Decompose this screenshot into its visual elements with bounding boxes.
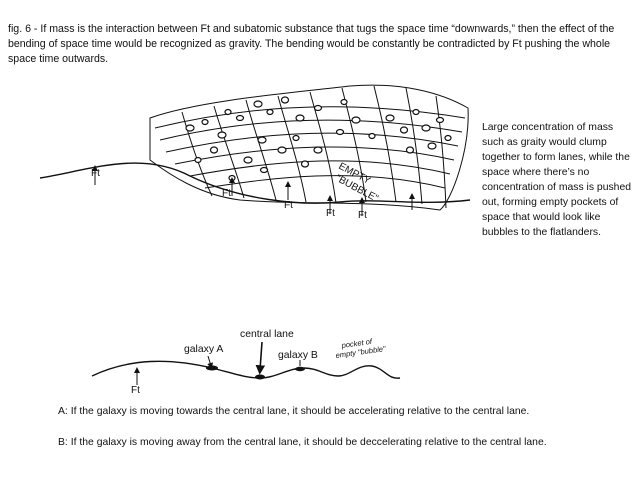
figure-caption: fig. 6 - If mass is the interaction betw… bbox=[8, 23, 615, 65]
pocket-label-line1: pocket of bbox=[340, 337, 373, 350]
central-lane-label: central lane bbox=[240, 329, 294, 340]
mass-concentration-note: Large concentration of mass such as grai… bbox=[482, 122, 632, 238]
space-time-horizon-line bbox=[39, 162, 471, 204]
mass-concentrations bbox=[185, 96, 452, 182]
note-a: A: If the galaxy is moving towards the c… bbox=[58, 406, 530, 417]
ft-label-5: Ft bbox=[358, 210, 367, 221]
galaxy-a-label: galaxy A bbox=[184, 344, 223, 355]
ft-label-2: Ft bbox=[222, 188, 231, 199]
note-b: B: If the galaxy is moving away from the… bbox=[58, 437, 547, 448]
central-lane-arrow bbox=[255, 341, 266, 375]
galaxy-a-pointer bbox=[207, 355, 214, 369]
ft-label-bottom: Ft bbox=[131, 385, 140, 396]
spacetime-grid-drawing bbox=[149, 84, 469, 211]
ft-label-1: Ft bbox=[91, 168, 100, 179]
ft-label-3: Ft bbox=[284, 200, 293, 211]
grid-outline bbox=[149, 84, 469, 211]
galaxy-b-dot bbox=[295, 366, 305, 372]
galaxy-a-dot bbox=[206, 365, 218, 371]
galaxy-b-label: galaxy B bbox=[278, 350, 318, 361]
ft-force-arrows-top bbox=[92, 165, 415, 216]
ft-label-4: Ft bbox=[326, 208, 335, 219]
central-lane-dot bbox=[255, 374, 265, 380]
cross-section-wave bbox=[91, 360, 401, 379]
